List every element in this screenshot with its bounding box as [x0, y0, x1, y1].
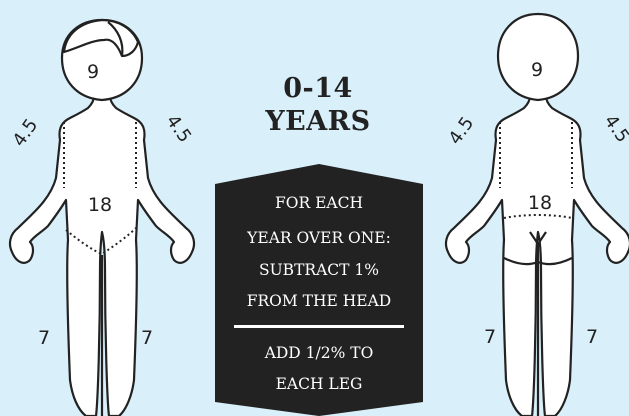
- panel-line-6: EACH LEG: [215, 375, 423, 393]
- panel-line-4: FROM THE HEAD: [215, 292, 423, 310]
- panel-line-5: ADD 1/2% TO: [215, 344, 423, 362]
- back-right-leg-value: 7: [586, 326, 598, 348]
- front-left-arm-value: 4.5: [9, 115, 43, 151]
- age-range-title: 0-14 YEARS: [248, 72, 388, 138]
- back-trunk-value: 18: [528, 192, 552, 214]
- front-trunk-value: 18: [88, 194, 112, 216]
- panel-divider: [234, 325, 404, 328]
- back-head: [498, 14, 578, 100]
- back-left-arm-value: 4.5: [445, 113, 479, 149]
- title-line-1: 0-14: [248, 72, 388, 105]
- front-left-leg-value: 7: [38, 327, 50, 349]
- panel-line-3: SUBTRACT 1%: [215, 261, 423, 279]
- back-right-arm-value: 4.5: [600, 111, 629, 147]
- panel-line-1: FOR EACH: [215, 194, 423, 212]
- front-body-figure: [10, 20, 194, 416]
- front-right-arm-value: 4.5: [162, 111, 196, 147]
- title-line-2: YEARS: [248, 105, 388, 138]
- back-left-leg-value: 7: [484, 326, 496, 348]
- panel-line-2: YEAR OVER ONE:: [215, 229, 423, 247]
- front-right-leg-value: 7: [141, 327, 153, 349]
- front-head-value: 9: [87, 61, 99, 83]
- back-head-value: 9: [531, 59, 543, 81]
